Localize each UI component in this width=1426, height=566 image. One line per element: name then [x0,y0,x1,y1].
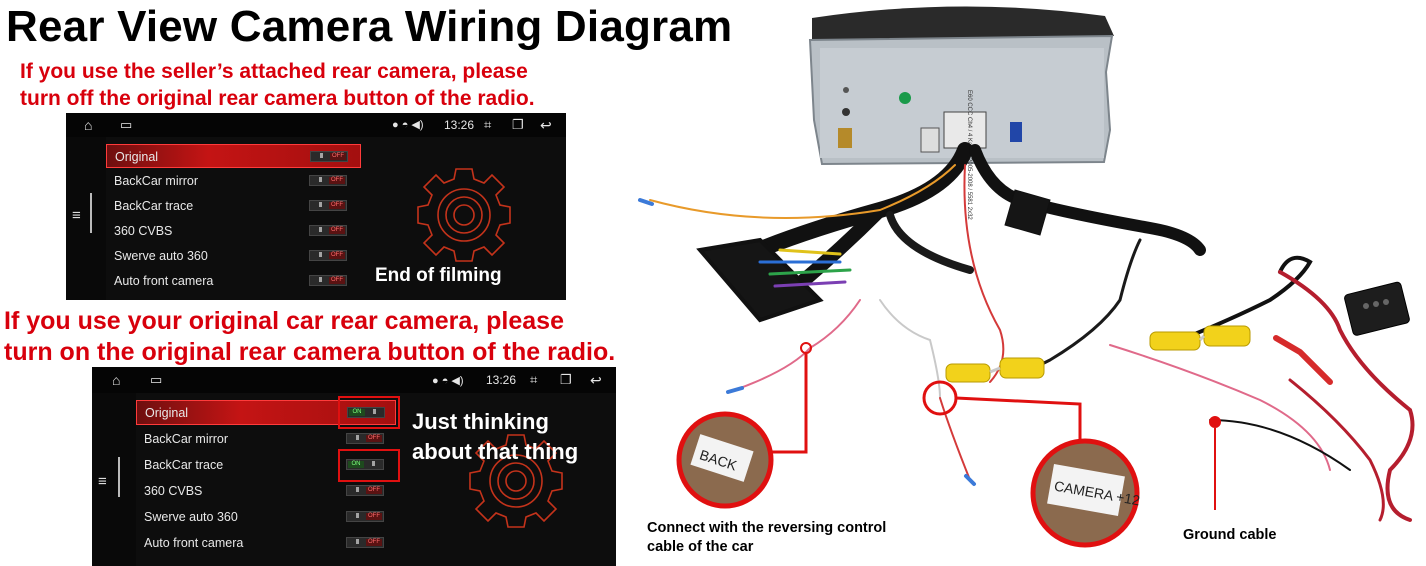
notification-icon: ● ◓ ◀) [392,119,424,131]
home-icon[interactable]: ⌂ [84,117,93,133]
sidebar: ≡ [66,137,106,300]
menu-icon[interactable]: ≡ [98,473,107,490]
ground-plug [1273,335,1333,385]
original-camera-note: If you use your original car rear camera… [4,306,615,368]
rca-connectors [945,325,1251,383]
back-icon[interactable]: ↩ [540,117,552,133]
setting-label: Auto front camera [144,536,244,550]
blue-terminal [964,474,976,486]
setting-label: Swerve auto 360 [144,510,238,524]
setting-label: Swerve auto 360 [114,249,208,263]
recent-apps-icon[interactable]: ❐ [512,117,524,132]
head-unit: E60 CCC Ch4 / 4 Kabels 2005-2008 / 5581 … [808,6,1114,220]
setting-label: Original [145,406,189,420]
sidebar-indicator [90,193,92,233]
gear-icon [469,434,563,528]
screenshot-icon[interactable]: ⌗ [530,372,538,387]
status-bar: ⌂ ▭ ● ◓ ◀) 13:26 ⌗ ❐ ↩ [92,367,616,393]
camera-power-callout: CAMERA +12 [922,380,1141,548]
status-bar: ⌂ ▭ ● ◓ ◀) 13:26 ⌗ ❐ ↩ [66,113,566,137]
gear-icon [417,168,511,262]
note-line: If you use your original car rear camera… [4,307,564,335]
clock: 13:26 [444,118,475,132]
setting-label: Original [115,150,159,164]
thinking-caption: Just thinking about that thing [412,407,578,467]
rear-camera [1344,281,1410,336]
camera-icon[interactable]: ▭ [150,372,163,387]
original-toggle-highlight [338,396,400,429]
clock: 13:26 [486,373,517,387]
setting-label: 360 CVBS [114,224,173,238]
caption-line: Just thinking [412,409,549,434]
recent-apps-icon[interactable]: ❐ [560,372,572,387]
setting-label: Auto front camera [114,274,214,288]
back-callout: BACK [676,342,812,509]
caption-line: Connect with the reversing control [647,520,887,536]
caption-line: about that thing [412,439,579,464]
sidebar: ≡ [92,393,136,566]
setting-label: BackCar mirror [144,432,229,446]
reversing-cable-caption: Connect with the reversing control cable… [647,519,886,557]
setting-label: BackCar mirror [114,174,199,188]
home-icon[interactable]: ⌂ [112,372,121,388]
notification-icon: ● ◓ ◀) [432,375,464,387]
blue-terminal [638,198,654,206]
backcar-trace-toggle-highlight [338,449,400,482]
note-line: turn on the original rear camera button … [4,338,616,366]
menu-icon[interactable]: ≡ [72,207,81,224]
ground-callout [1209,416,1221,510]
back-icon[interactable]: ↩ [590,372,602,388]
seller-camera-note: If you use the seller’s attached rear ca… [20,58,535,112]
ground-cable-caption: Ground cable [1183,527,1277,543]
setting-label: BackCar trace [144,458,224,472]
note-line: turn off the original rear camera button… [20,87,535,110]
page-title: Rear View Camera Wiring Diagram [6,2,733,51]
sidebar-indicator [118,457,120,497]
setting-label: 360 CVBS [144,484,203,498]
blue-terminal [726,386,744,394]
camera-icon[interactable]: ▭ [120,117,133,132]
wiring-harness-illustration: E60 CCC Ch4 / 4 Kabels 2005-2008 / 5581 … [638,6,1415,548]
caption-line: cable of the car [647,539,754,555]
end-of-filming-caption: End of filming [375,265,502,286]
screenshot-icon[interactable]: ⌗ [484,117,492,132]
note-line: If you use the seller’s attached rear ca… [20,60,528,83]
setting-label: BackCar trace [114,199,194,213]
wire-harness [649,142,1415,522]
